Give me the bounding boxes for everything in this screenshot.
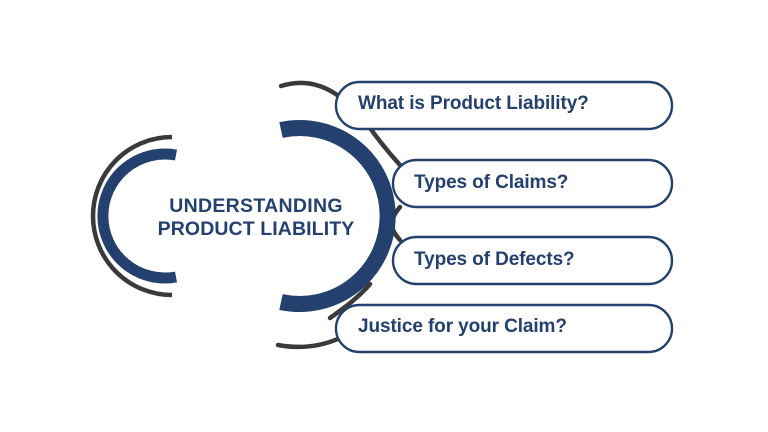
outer-charcoal-arc <box>90 134 173 298</box>
center-title: UNDERSTANDING PRODUCT LIABILITY <box>148 195 364 241</box>
center-title-line-2: PRODUCT LIABILITY <box>157 218 355 240</box>
connector-line-node-1 <box>278 80 343 100</box>
node-label-2[interactable]: Types of Claims? <box>414 172 569 193</box>
inner-navy-arc <box>97 148 177 284</box>
center-title-line-1: UNDERSTANDING <box>169 195 343 217</box>
connector-line-node-2 <box>367 125 403 168</box>
main-navy-arc <box>279 120 396 312</box>
connector-line-node-4 <box>327 281 373 321</box>
node-label-3[interactable]: Types of Defects? <box>414 249 575 270</box>
node-label-1[interactable]: What is Product Liability? <box>358 93 589 114</box>
node-pill-4[interactable] <box>334 303 674 354</box>
node-pill-3[interactable] <box>391 235 674 286</box>
node-pill-2[interactable] <box>391 158 674 209</box>
node-pill-1[interactable] <box>334 80 674 131</box>
node-label-4[interactable]: Justice for your Claim? <box>358 316 567 337</box>
connector-line-node-4-lower <box>275 335 343 350</box>
